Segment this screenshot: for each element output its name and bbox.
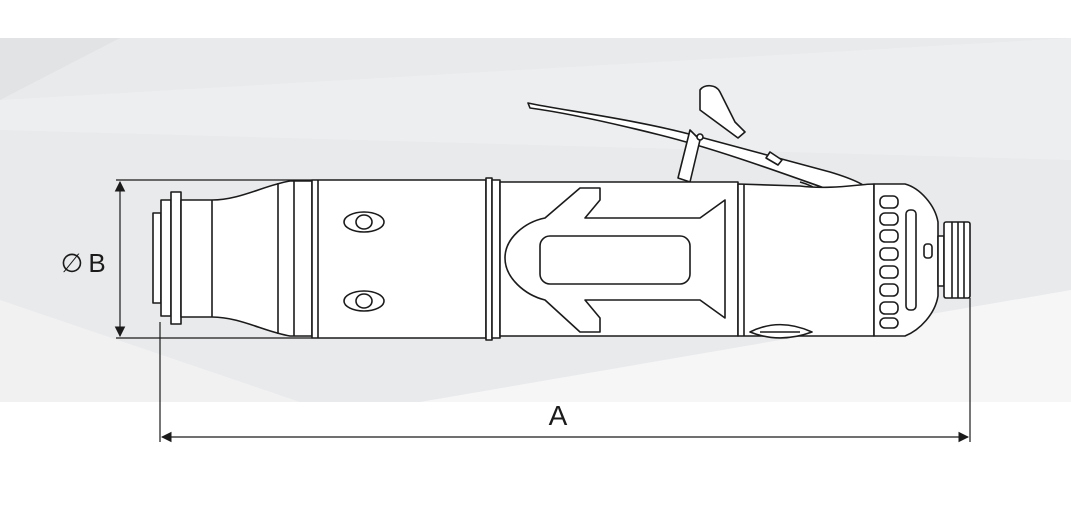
diameter-symbol-icon: ∅	[61, 248, 84, 278]
valve-housing	[737, 183, 875, 339]
lever-pin-icon	[696, 133, 704, 141]
dimension-b	[114, 179, 312, 339]
grip-window	[539, 235, 691, 285]
body-grip-segment	[499, 181, 739, 337]
dim-b-label: B	[88, 248, 105, 278]
dimension-a	[159, 298, 971, 443]
coupling-rings	[485, 177, 501, 341]
collet-nose	[152, 180, 313, 337]
air-inlet-fitting	[937, 221, 971, 299]
air-tool	[152, 84, 971, 341]
rear-knurled-cap	[873, 183, 939, 337]
dim-a-label: A	[549, 400, 568, 431]
body-front-segment	[311, 179, 487, 339]
